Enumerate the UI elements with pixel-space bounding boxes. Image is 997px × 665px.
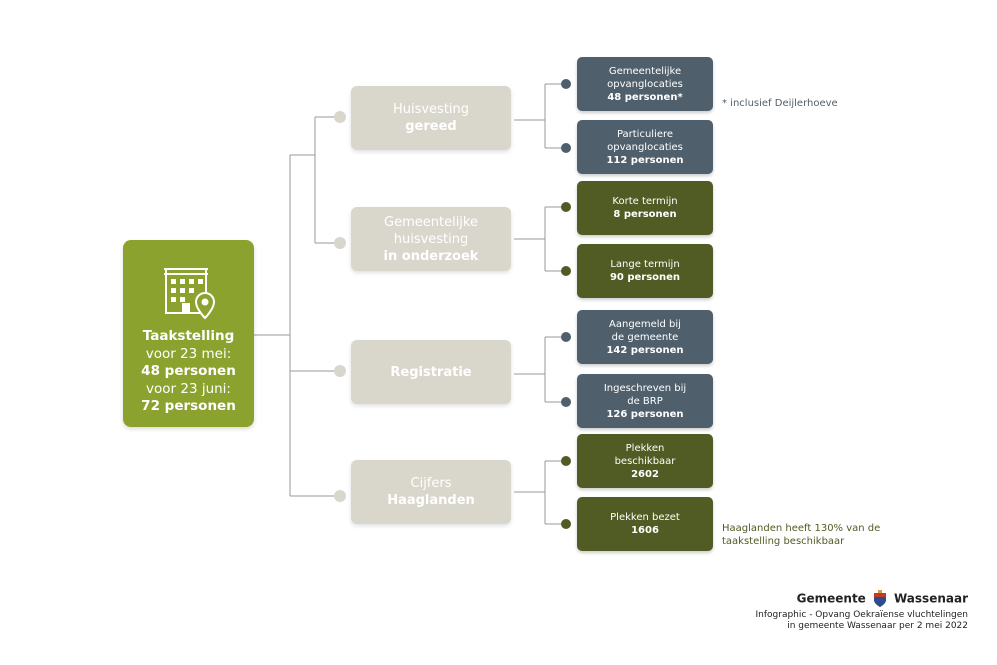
main-title: Taakstelling [142,328,235,344]
category-cijfers-haaglanden: Cijfers Haaglanden [351,460,511,524]
leaf-label: Lange termijn [610,259,680,270]
category-label: Cijfers [410,476,452,491]
leaf-korte-termijn: Korte termijn 8 personen [577,181,713,235]
leaf-label: Particuliere [616,128,674,140]
leaf-label: opvanglocaties [607,141,683,153]
leaf-aangemeld: Aangemeld bij de gemeente 142 personen [577,310,713,364]
leaf-value: 112 personen [606,154,684,166]
leaf-label: Ingeschreven bij [603,382,687,394]
category-huisvesting-onderzoek: Gemeentelijke huisvesting in onderzoek [351,207,511,271]
category-label: Registratie [390,364,472,380]
wassenaar-crest-icon [873,589,886,607]
note-line: taakstelling beschikbaar [722,536,845,547]
caption-line: in gemeente Wassenaar per 2 mei 2022 [787,621,968,631]
leaf-plekken-bezet: Plekken bezet 1606 [577,497,713,551]
leaf-value: 48 personen* [607,91,683,103]
main-count-2: 72 personen [141,398,236,414]
note-haaglanden: Haaglanden heeft 130% van de taakstellin… [722,522,880,548]
leaf-label: Gemeentelijke [608,65,682,77]
category-registratie: Registratie [351,340,511,404]
category-label: Gemeentelijke [384,214,478,230]
leaf-lange-termijn: Lange termijn 90 personen [577,244,713,298]
category-label: huisvesting [393,231,469,247]
leaf-label: Plekken [625,442,665,454]
leaf-label: Aangemeld bij [609,318,681,330]
taakstelling-box: Taakstelling voor 23 mei: 48 personen vo… [123,240,254,427]
footer-brand: Gemeente Wassenaar [797,588,968,608]
category-huisvesting-gereed: Huisvesting gereed [351,86,511,150]
leaf-value: 8 personen [613,209,677,220]
leaf-value: 90 personen [609,272,681,283]
category-label: Haaglanden [387,493,475,508]
caption-line: Infographic - Opvang Oekraïense vluchtel… [755,610,969,620]
leaf-label: beschikbaar [614,455,676,467]
note-line: Haaglanden heeft 130% van de [722,523,881,534]
leaf-label: opvanglocaties [607,78,683,90]
brand-word-2: Wassenaar [894,591,968,606]
leaf-value: 1606 [631,525,659,536]
category-label: Huisvesting [392,102,470,117]
building-location-icon [164,268,216,320]
leaf-label: de BRP [627,395,663,407]
main-date-1: voor 23 mei: [145,345,232,362]
leaf-label: de gemeente [611,331,679,343]
category-label: in onderzoek [383,248,479,264]
leaf-value: 142 personen [606,344,684,356]
leaf-label: Korte termijn [612,196,678,207]
leaf-label: Plekken bezet [610,512,680,523]
leaf-gemeentelijke-opvanglocaties: Gemeentelijke opvanglocaties 48 personen… [577,57,713,111]
main-date-2: voor 23 juni: [146,380,231,397]
leaf-value: 2602 [631,468,659,480]
leaf-particuliere-opvanglocaties: Particuliere opvanglocaties 112 personen [577,120,713,174]
category-label: gereed [405,119,457,134]
main-count-1: 48 personen [141,363,236,379]
note-deijlerhoeve: * inclusief Deijlerhoeve [722,98,838,109]
leaf-plekken-beschikbaar: Plekken beschikbaar 2602 [577,434,713,488]
footer-caption: Infographic - Opvang Oekraïense vluchtel… [756,610,969,632]
leaf-value: 126 personen [606,408,684,420]
leaf-ingeschreven: Ingeschreven bij de BRP 126 personen [577,374,713,428]
brand-word-1: Gemeente [796,591,866,606]
